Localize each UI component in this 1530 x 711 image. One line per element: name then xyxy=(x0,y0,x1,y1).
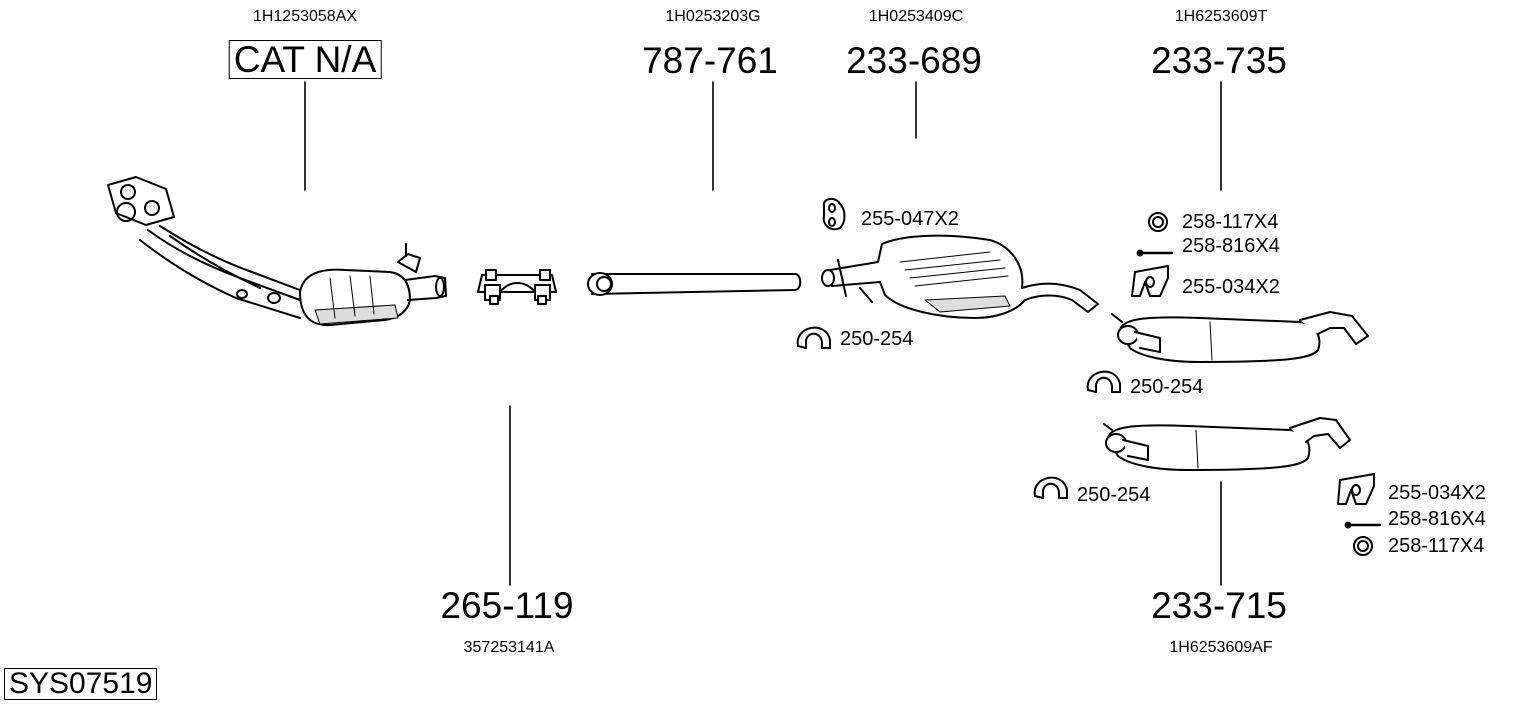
rear-b-hanger-label: 255-034X2 xyxy=(1388,482,1486,504)
center-silencer-oe-number: 1H0253409C xyxy=(868,8,964,25)
catalytic-converter-part xyxy=(107,176,447,327)
center-silencer-part xyxy=(821,234,1099,319)
sealing-ring-icon xyxy=(1353,536,1373,556)
catalyst-part-number: CAT N/A xyxy=(228,40,382,79)
rear-a-hanger-label: 255-034X2 xyxy=(1182,276,1280,298)
rear-silencer-a-part xyxy=(1111,311,1369,363)
rear-a-bolt-label: 258-816X4 xyxy=(1182,235,1280,257)
rear-silencer-b-part-number: 233-715 xyxy=(1151,585,1287,626)
rear-b-bolt-label: 258-816X4 xyxy=(1388,508,1486,530)
front-pipe-oe-number: 1H0253203G xyxy=(665,8,761,25)
catalyst-oe-number: 1H1253058AX xyxy=(252,8,358,25)
bolt-icon xyxy=(1136,249,1174,257)
front-pipe-part-number: 787-761 xyxy=(642,40,778,81)
u-clamp-icon xyxy=(1033,476,1068,499)
front-pipe-part xyxy=(587,272,802,296)
rubber-hanger-icon xyxy=(1337,473,1375,505)
rear-silencer-a-oe-number: 1H6253609T xyxy=(1174,8,1268,25)
center-clamp-label: 250-254 xyxy=(840,328,914,350)
clamp-part-number: 265-119 xyxy=(440,585,574,626)
rear-silencer-b-oe-number: 1H6253609AF xyxy=(1169,639,1273,656)
rear-b-ring-label: 258-117X4 xyxy=(1388,535,1485,557)
leader-lines xyxy=(304,81,1222,586)
bolt-icon xyxy=(1344,521,1382,529)
u-clamp-icon xyxy=(796,326,831,349)
rubber-hanger-icon xyxy=(822,198,846,231)
rear-a-ring-label: 258-117X4 xyxy=(1182,211,1279,233)
rubber-hanger-icon xyxy=(1131,265,1169,297)
u-clamp-icon xyxy=(1086,370,1121,393)
rear-a-clamp-label: 250-254 xyxy=(1130,376,1204,398)
system-code-label: SYS07519 xyxy=(4,668,158,700)
clamp-oe-number: 357253141A xyxy=(463,639,555,656)
sealing-ring-icon xyxy=(1148,212,1168,232)
rear-silencer-b-part xyxy=(1103,417,1351,471)
rear-silencer-a-part-number: 233-735 xyxy=(1151,40,1287,81)
pipe-clamp-part xyxy=(477,269,557,305)
center-silencer-part-number: 233-689 xyxy=(846,40,982,81)
rear-b-clamp-label: 250-254 xyxy=(1077,484,1151,506)
center-hanger-label: 255-047X2 xyxy=(861,208,959,230)
